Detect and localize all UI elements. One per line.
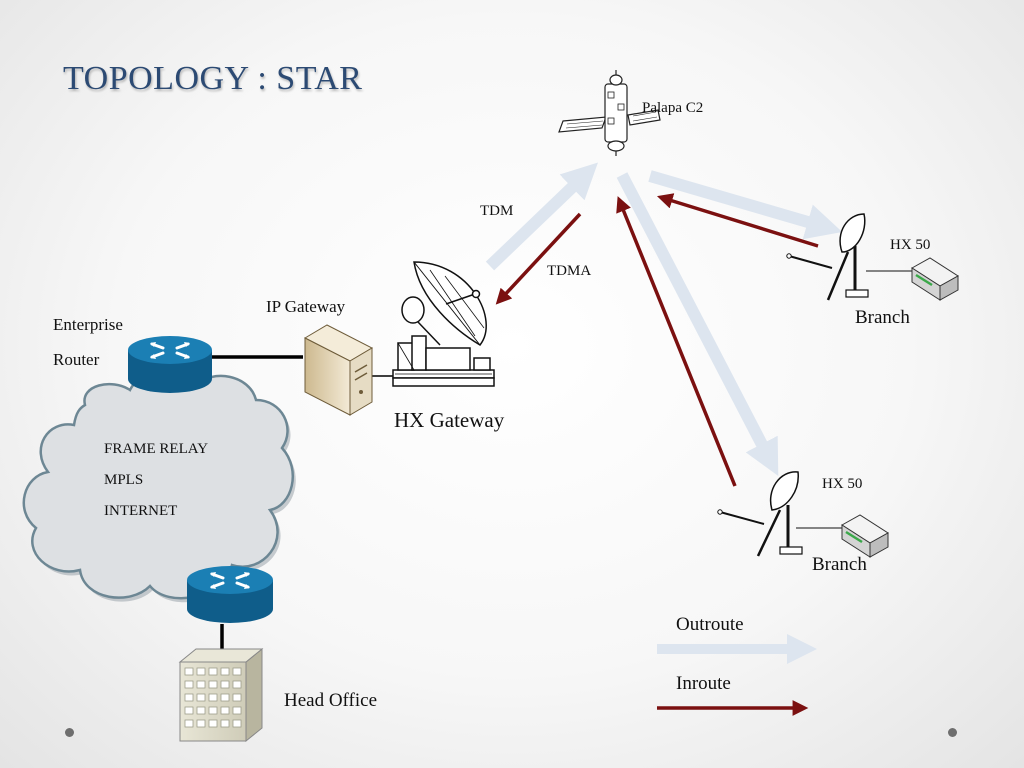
ip-gateway-label: IP Gateway — [266, 297, 346, 316]
tdm-label: TDM — [480, 203, 514, 219]
cloud-label-internet: INTERNET — [104, 503, 178, 519]
slide-corner-dot-right — [948, 728, 957, 737]
legend-inroute-label: Inroute — [676, 673, 731, 694]
enterprise-router-label-line2: Router — [53, 350, 100, 369]
inroute-arrow-branch-top-to-satellite — [656, 193, 819, 248]
legend-outroute-label: Outroute — [676, 614, 744, 635]
satellite-icon — [558, 70, 661, 156]
branch-top-label: Branch — [855, 307, 910, 328]
page-title: TOPOLOGY : STAR — [63, 60, 363, 97]
outroute-arrow-satellite-to-branch-bottom — [616, 172, 779, 476]
hx-gateway-antenna-icon — [392, 261, 495, 387]
cloud-label-mpls: MPLS — [104, 472, 144, 488]
inroute-arrow-branch-bottom-to-satellite — [616, 196, 737, 487]
branch-bottom-label: Branch — [812, 554, 867, 575]
ip-gateway-server-icon — [303, 324, 374, 416]
cloud-label-frame-relay: FRAME RELAY — [104, 441, 209, 457]
branch-top-modem-icon — [911, 257, 959, 301]
slide-corner-dot-left — [65, 728, 74, 737]
outroute-arrow-satellite-to-branch-top — [648, 170, 843, 240]
outroute-arrow-gateway-to-satellite — [485, 162, 598, 271]
tdma-label: TDMA — [547, 263, 592, 279]
wan-cloud — [22, 370, 296, 603]
branch-top-device-label: HX 50 — [890, 237, 931, 253]
hx-gateway-label: HX Gateway — [394, 408, 505, 432]
branch-bottom-device-label: HX 50 — [822, 476, 863, 492]
head-office-label: Head Office — [284, 690, 378, 711]
head-office-router-icon — [187, 566, 273, 623]
enterprise-router-icon — [128, 336, 212, 393]
branch-bottom-antenna-icon — [717, 471, 842, 557]
satellite-label: Palapa C2 — [642, 100, 704, 116]
branch-top-antenna-icon — [786, 213, 912, 301]
enterprise-router-label-line1: Enterprise — [53, 315, 123, 334]
branch-bottom-modem-icon — [841, 514, 889, 558]
inroute-arrow-satellite-to-gateway — [495, 212, 582, 305]
head-office-building-icon — [178, 647, 264, 743]
